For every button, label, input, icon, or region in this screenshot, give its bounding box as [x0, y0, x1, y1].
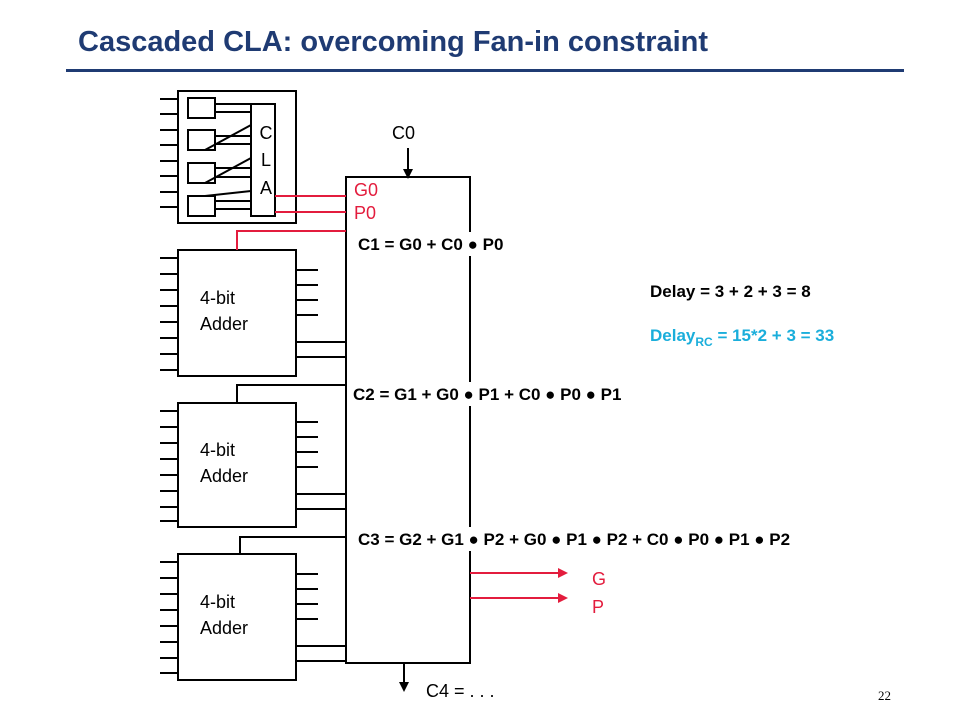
adder-2-output-pins: [296, 421, 346, 510]
adder-block-1: 4-bit Adder: [160, 249, 346, 377]
adder-2-label-line2: Adder: [200, 466, 248, 486]
adder-2-input-pins: [160, 410, 178, 522]
small-cla-input-pins: [160, 98, 178, 208]
small-cla-block: C L A: [160, 90, 297, 224]
adder-1-label-line1: 4-bit: [200, 288, 235, 308]
c4-label: C4 = . . .: [426, 681, 495, 701]
g0-p0-wires: [236, 195, 346, 250]
delay-rc-value: = 15*2 + 3 = 33: [713, 326, 834, 345]
small-cla-wires: [204, 103, 252, 210]
cla-letter-a: A: [260, 178, 272, 198]
adder-1-output-pins: [296, 269, 346, 358]
adder-block-2: 4-bit Adder: [160, 402, 346, 528]
g-output-label: G: [592, 569, 606, 589]
equation-c1: C1 = G0 + C0 ● P0: [358, 235, 503, 254]
slide-title: Cascaded CLA: overcoming Fan-in constrai…: [78, 26, 709, 58]
adder-3-label-line1: 4-bit: [200, 592, 235, 612]
small-cla-frame: [177, 90, 297, 224]
adder-block-3: 4-bit Adder: [160, 553, 346, 681]
cla-letter-l: L: [261, 150, 271, 170]
delay-rc-prefix: Delay: [650, 326, 696, 345]
adder-3-input-pins: [160, 561, 178, 674]
c0-label: C0: [392, 123, 415, 143]
adder-2-label-line1: 4-bit: [200, 440, 235, 460]
page-number: 22: [878, 688, 891, 703]
adder-3-label-line2: Adder: [200, 618, 248, 638]
adder-1-label-line2: Adder: [200, 314, 248, 334]
adder-3-output-pins: [296, 573, 346, 662]
equation-c3: C3 = G2 + G1 ● P2 + G0 ● P1 ● P2 + C0 ● …: [358, 530, 790, 549]
small-cla-subblocks: [187, 97, 216, 217]
p-output-label: P: [592, 597, 604, 617]
title-underline: [66, 69, 904, 72]
delay-rc: DelayRC = 15*2 + 3 = 33: [650, 326, 834, 349]
cla-letter-c: C: [260, 123, 273, 143]
delay-cla: Delay = 3 + 2 + 3 = 8: [650, 282, 811, 301]
small-cla-logic: [250, 103, 276, 217]
carry-wires: [236, 384, 346, 554]
equation-c2: C2 = G1 + G0 ● P1 + C0 ● P0 ● P1: [353, 385, 621, 404]
delay-rc-subscript: RC: [695, 335, 713, 349]
g0-label: G0: [354, 180, 378, 200]
adder-1-input-pins: [160, 257, 178, 371]
p0-label: P0: [354, 203, 376, 223]
